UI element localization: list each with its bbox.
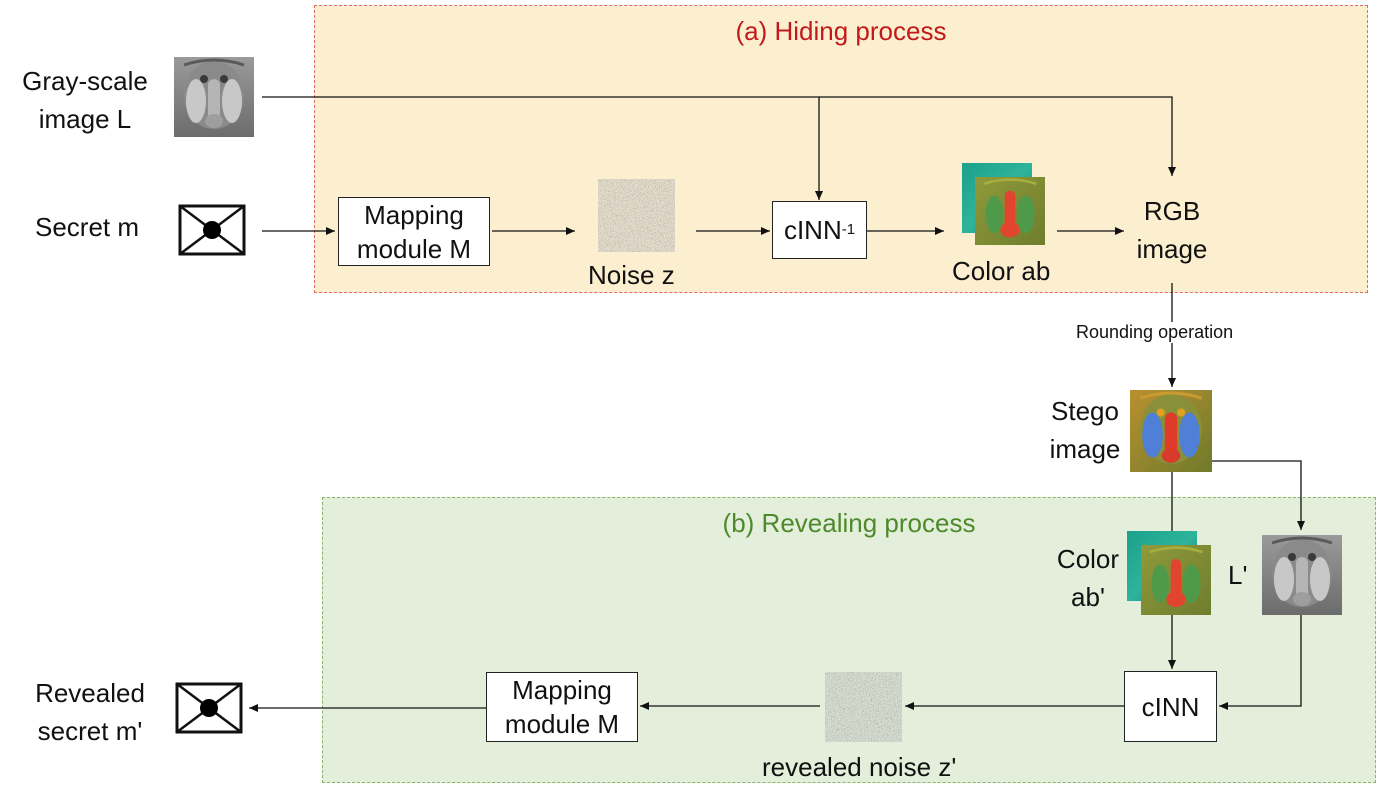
stego-image-label: Stego image xyxy=(1049,396,1121,464)
color-ab-prime-label: Color ab' xyxy=(1056,544,1120,612)
cinn-inverse-box: cINN-1 xyxy=(772,201,867,259)
revealed-envelope-icon xyxy=(175,682,243,734)
mapping-module-box: Mapping module M xyxy=(338,197,490,266)
color-ab-label: Color ab xyxy=(952,256,1051,286)
revealed-secret-label: Revealed secret m' xyxy=(35,678,145,746)
noise-label: Noise z xyxy=(588,260,675,290)
envelope-icon xyxy=(178,204,246,256)
noise-texture-thumbnail xyxy=(598,179,675,252)
revealed-noise-label: revealed noise z' xyxy=(762,752,957,782)
ab-channel-stack-thumbnail xyxy=(975,177,1045,245)
stego-to-l-prime-arrow xyxy=(1212,460,1305,530)
mandrill-grayscale-prime-thumbnail xyxy=(1262,535,1342,615)
mandrill-color-thumbnail xyxy=(1130,390,1212,472)
hiding-process-title: (a) Hiding process xyxy=(735,16,947,46)
l-prime-to-cinn-arrow xyxy=(1219,614,1302,710)
mapping-module-reveal-box: Mapping module M xyxy=(486,672,638,742)
gray-to-rgb-arrow xyxy=(262,96,1176,176)
ab-channel-prime-stack-thumbnail xyxy=(1141,545,1211,615)
cinn-box: cINN xyxy=(1124,671,1217,742)
secret-label: Secret m xyxy=(35,212,140,242)
rounding-operation-label: Rounding operation xyxy=(1073,322,1237,343)
revealing-process-title: (b) Revealing process xyxy=(722,508,976,538)
l-prime-label: L' xyxy=(1228,560,1248,590)
revealed-noise-texture-thumbnail xyxy=(825,672,902,742)
rgb-image-label: RGB image xyxy=(1136,196,1208,264)
mandrill-grayscale-thumbnail xyxy=(174,57,254,137)
grayscale-image-label: Gray-scale image L xyxy=(22,66,148,134)
